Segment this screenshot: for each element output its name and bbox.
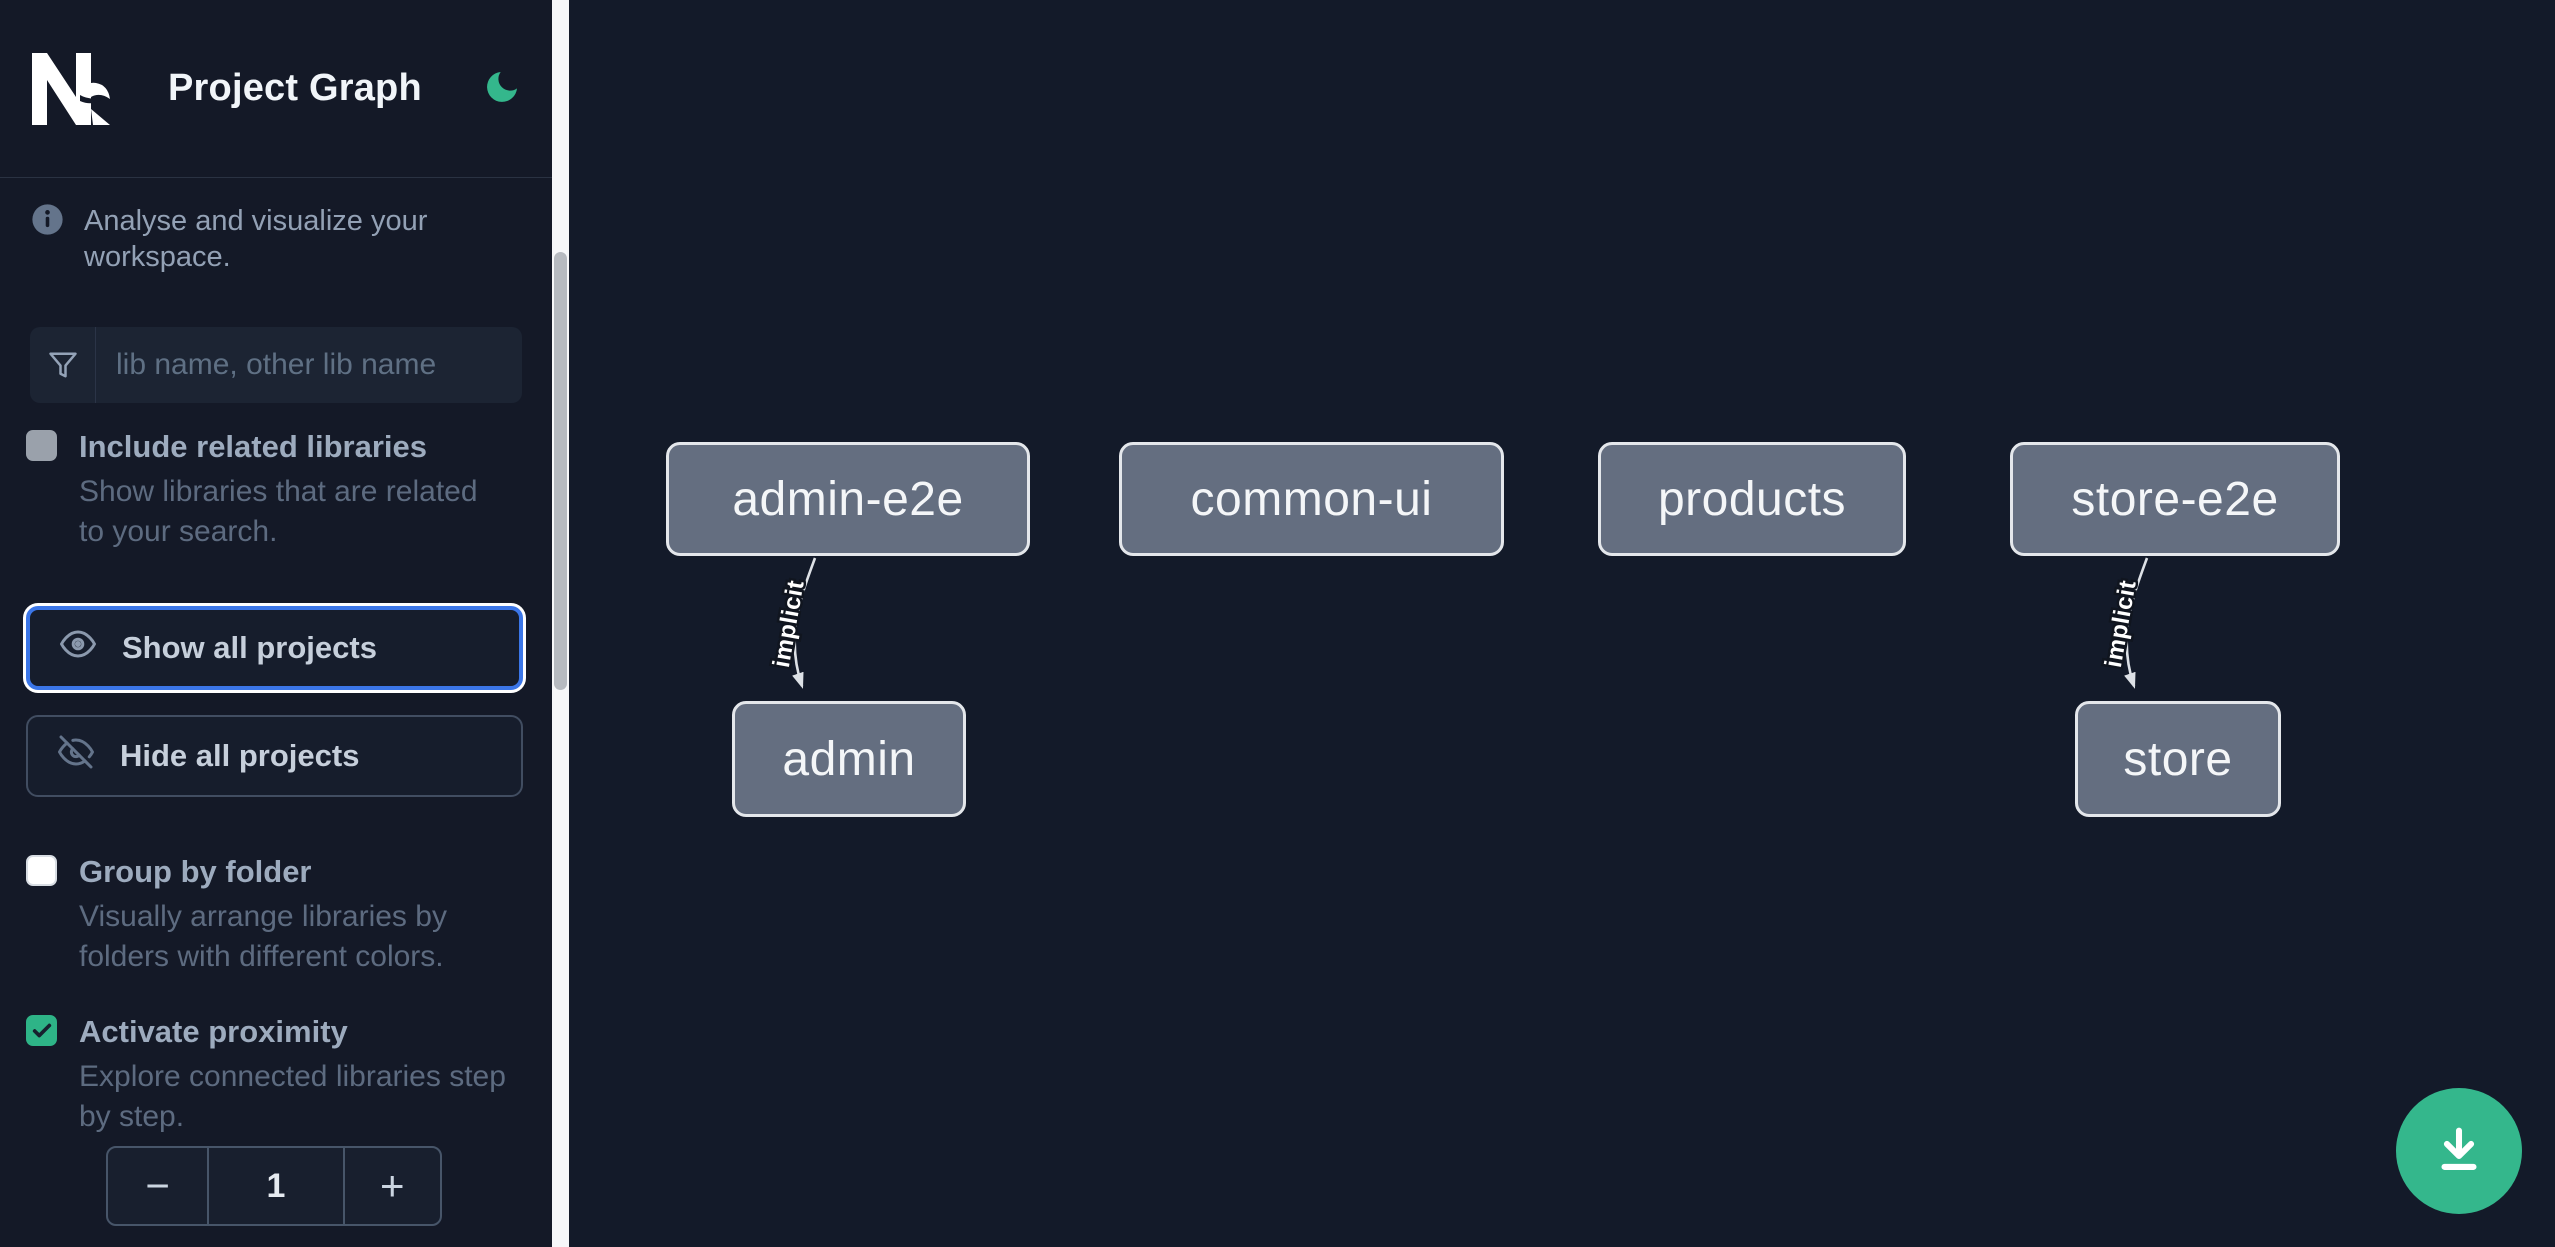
info-text: Analyse and visualize your workspace. (84, 205, 428, 273)
toggle-description: Explore connected libraries step by step… (79, 1060, 506, 1133)
info-row: Analyse and visualize your workspace. (31, 203, 552, 275)
graph-node-products[interactable]: products (1598, 442, 1906, 556)
eye-off-icon (58, 734, 94, 778)
graph-node-store-e2e[interactable]: store-e2e (2010, 442, 2340, 556)
download-button[interactable] (2396, 1088, 2522, 1214)
toggle-include-related-libraries[interactable]: Include related libraries Show libraries… (26, 427, 526, 552)
sidebar-header: Project Graph (0, 0, 552, 178)
button-label: Show all projects (122, 630, 377, 665)
button-label: Hide all projects (120, 738, 360, 773)
increment-button[interactable]: + (345, 1148, 440, 1224)
edge-layer: implicit implicit (765, 557, 2149, 689)
toggle-label: Activate proximity (79, 1014, 348, 1049)
download-icon (2430, 1121, 2488, 1182)
graph-node-store[interactable]: store (2075, 701, 2281, 817)
toggle-description: Visually arrange libraries by folders wi… (79, 900, 447, 973)
show-all-projects-button[interactable]: Show all projects (26, 606, 523, 690)
moon-icon (482, 67, 522, 110)
stepper-value: 1 (207, 1148, 345, 1224)
search-box (30, 327, 522, 403)
nx-logo (28, 51, 112, 127)
toggle-activate-proximity[interactable]: Activate proximity Explore connected lib… (26, 1012, 526, 1137)
checkmark-icon (32, 1023, 51, 1037)
filter-funnel-icon (30, 327, 96, 403)
checkbox-include-related-libraries[interactable] (26, 430, 57, 461)
graph-node-admin[interactable]: admin (732, 701, 966, 817)
toggle-label: Group by folder (79, 854, 312, 889)
sidebar-scrollbar[interactable] (552, 0, 569, 1247)
eye-icon (60, 626, 96, 670)
search-input[interactable] (96, 327, 522, 403)
sidebar: Project Graph Analyse and visualize your… (0, 0, 552, 1247)
theme-toggle-button[interactable] (480, 67, 524, 111)
hide-all-projects-button[interactable]: Hide all projects (26, 715, 523, 797)
toggle-description: Show libraries that are related to your … (79, 475, 478, 548)
decrement-button[interactable]: − (108, 1148, 207, 1224)
edge-label-implicit: implicit (2100, 578, 2142, 669)
toggle-group-by-folder[interactable]: Group by folder Visually arrange librari… (26, 852, 526, 977)
edge-label-implicit: implicit (768, 578, 810, 669)
edge-admin-e2e-admin (792, 557, 817, 689)
proximity-depth-stepper: − 1 + (106, 1146, 442, 1226)
scrollbar-thumb[interactable] (554, 252, 567, 690)
graph-node-admin-e2e[interactable]: admin-e2e (666, 442, 1030, 556)
graph-node-common-ui[interactable]: common-ui (1119, 442, 1504, 556)
edge-store-e2e-store (2124, 557, 2149, 689)
page-title: Project Graph (168, 67, 422, 109)
info-icon (31, 203, 64, 241)
toggle-label: Include related libraries (79, 429, 428, 464)
checkbox-activate-proximity[interactable] (26, 1015, 57, 1046)
graph-canvas[interactable]: implicit implicit admin-e2e common-ui produ… (569, 0, 2555, 1247)
checkbox-group-by-folder[interactable] (26, 855, 57, 886)
